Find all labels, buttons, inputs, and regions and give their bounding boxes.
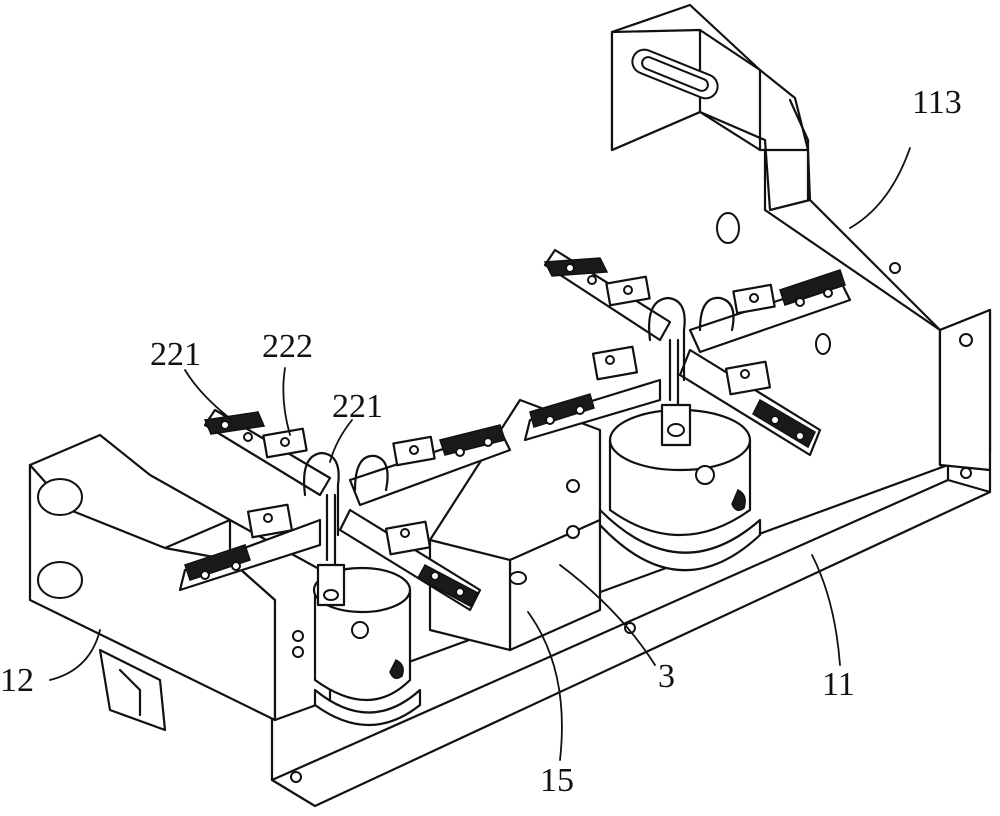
leader-221-left <box>185 370 232 420</box>
bore-hole <box>38 562 82 598</box>
screw-hole <box>961 468 971 478</box>
bore-hole <box>38 479 82 515</box>
pin-hole <box>324 590 338 600</box>
screw-hole <box>291 772 301 782</box>
screw-hole <box>293 631 303 641</box>
label-3: 3 <box>658 660 675 694</box>
screw-hole <box>352 622 368 638</box>
pin-hole <box>668 424 684 436</box>
screw-hole <box>696 466 714 484</box>
screw-hole <box>293 647 303 657</box>
label-15: 15 <box>540 764 574 798</box>
label-11: 11 <box>822 668 855 702</box>
screw-hole <box>567 480 579 492</box>
leader-221-right <box>330 420 352 462</box>
bore-hole <box>816 334 830 354</box>
label-113: 113 <box>912 86 962 120</box>
leader-222 <box>283 368 290 435</box>
leader-12 <box>50 630 100 680</box>
label-12: 12 <box>0 664 34 698</box>
leader-113 <box>850 148 910 228</box>
left-cylinder <box>314 565 420 725</box>
upright-bracket-113 <box>612 5 990 470</box>
right-cylinder <box>600 405 760 570</box>
label-221-left: 221 <box>150 338 201 372</box>
label-222: 222 <box>262 330 313 364</box>
screw-hole <box>960 334 972 346</box>
end-block-12 <box>30 435 330 730</box>
label-221-right: 221 <box>332 390 383 424</box>
screw-hole <box>510 572 526 584</box>
screw-hole <box>890 263 900 273</box>
bore-hole <box>717 213 739 243</box>
screw-hole <box>567 526 579 538</box>
